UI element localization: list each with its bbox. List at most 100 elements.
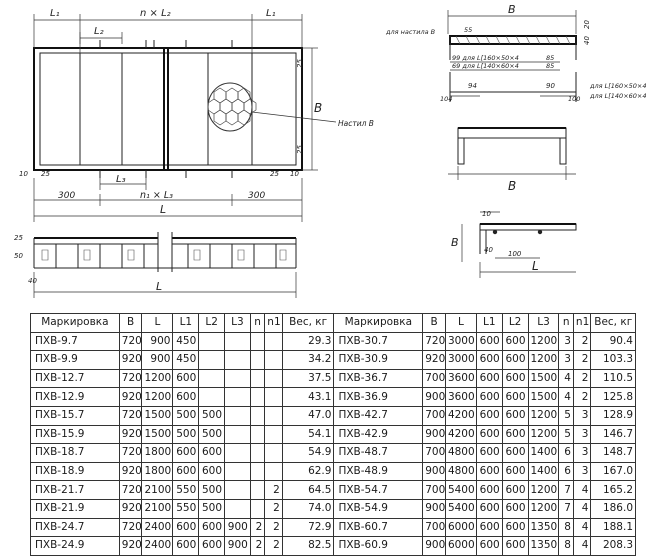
table-cell [249, 498, 266, 519]
table-cell: 600 [172, 536, 200, 556]
table-cell: 2 [572, 350, 592, 370]
table-cell: 900 [422, 498, 446, 519]
marking-cell: ПХВ-24.7 [30, 517, 120, 538]
end-view: B [448, 127, 576, 193]
table-cell: 500 [198, 424, 226, 445]
column-header: Маркировка [30, 313, 120, 333]
column-header: Вес, кг [590, 313, 636, 333]
table-cell: 900 [224, 517, 251, 538]
table-cell: 600 [501, 480, 529, 500]
table-cell: 3600 [444, 387, 477, 407]
table-cell: 1500 [141, 424, 174, 445]
column-header: L [141, 313, 174, 333]
table-cell: 1500 [527, 368, 560, 389]
table-cell: 165.2 [590, 480, 636, 500]
table-cell: 2100 [141, 480, 174, 500]
table-cell [249, 443, 266, 463]
table-cell: 3 [558, 331, 574, 352]
table-cell: 600 [475, 405, 503, 426]
table-cell: 720 [118, 443, 143, 463]
column-header: L1 [172, 313, 200, 333]
marking-cell: ПХВ-30.9 [333, 350, 424, 370]
table-cell: 600 [475, 424, 503, 445]
section-dim-104: 104 [440, 95, 452, 103]
section-note-a: 99 для L[160×50×4 [452, 54, 519, 62]
marking-cell: ПХВ-9.7 [30, 331, 120, 352]
table-cell: 700 [422, 517, 446, 538]
table-cell: 62.9 [281, 461, 335, 482]
table-cell: 4800 [444, 461, 477, 482]
table-cell: 2 [264, 480, 283, 500]
table-cell: 900 [141, 350, 174, 370]
table-cell: 1200 [527, 480, 560, 500]
table-cell: 720 [118, 368, 143, 389]
table-cell: 600 [475, 517, 503, 538]
table-cell: 600 [501, 424, 529, 445]
cross-section: B для настила В 55 20 40 99 для L[160×50… [385, 3, 647, 103]
table-cell: 600 [475, 387, 503, 407]
table-cell: 600 [501, 443, 529, 463]
column-header: L1 [475, 313, 503, 333]
table-cell: 920 [118, 498, 143, 519]
column-header: B [118, 313, 143, 333]
table-cell: 600 [501, 498, 529, 519]
section-dim-40: 40 [583, 36, 591, 45]
table-cell: 1400 [527, 461, 560, 482]
marking-cell: ПХВ-60.9 [333, 536, 424, 556]
table-cell: 720 [422, 331, 446, 352]
table-cell: 43.1 [281, 387, 335, 407]
table-cell: 72.9 [281, 517, 335, 538]
table-cell [264, 368, 283, 389]
table-cell: 550 [172, 480, 200, 500]
table-cell: 2100 [141, 498, 174, 519]
column-header: B [422, 313, 446, 333]
table-cell: 600 [501, 461, 529, 482]
marking-cell: ПХВ-21.9 [30, 498, 120, 519]
table-cell: 920 [422, 350, 446, 370]
marking-cell: ПХВ-30.7 [333, 331, 424, 352]
table-cell: 148.7 [590, 443, 636, 463]
table-cell: 4800 [444, 443, 477, 463]
table-cell: 1400 [527, 443, 560, 463]
table-cell [249, 480, 266, 500]
column-header: n1 [264, 313, 283, 333]
table-cell: 7 [558, 480, 574, 500]
marking-cell: ПХВ-18.9 [30, 461, 120, 482]
table-cell [264, 387, 283, 407]
table-cell: 600 [475, 480, 503, 500]
marking-cell: ПХВ-24.9 [30, 536, 120, 556]
end-dim-B: B [508, 179, 516, 193]
table-cell: 600 [501, 368, 529, 389]
table-cell [224, 461, 251, 482]
section-note-decking: для настила В [385, 28, 436, 36]
table-cell [249, 461, 266, 482]
table-cell: 600 [501, 405, 529, 426]
table-cell: 500 [172, 424, 200, 445]
table-cell: 600 [475, 443, 503, 463]
table-cell: 125.8 [590, 387, 636, 407]
table-cell: 2 [572, 387, 592, 407]
table-cell [224, 331, 251, 352]
plan-dim-L2: L₂ [94, 26, 104, 37]
table-cell: 1800 [141, 461, 174, 482]
table-cell: 450 [172, 331, 200, 352]
table-cell: 1500 [141, 405, 174, 426]
table-cell: 600 [475, 368, 503, 389]
table-cell: 4200 [444, 424, 477, 445]
column-header: L3 [527, 313, 560, 333]
table-cell [264, 461, 283, 482]
table-cell: 1350 [527, 517, 560, 538]
table-cell: 6000 [444, 536, 477, 556]
table-cell: 3 [558, 350, 574, 370]
table-cell: 2 [572, 331, 592, 352]
table-cell: 2 [264, 498, 283, 519]
table-cell: 600 [198, 461, 226, 482]
plan-dim-25-right: 25 [270, 170, 279, 178]
table-cell: 920 [118, 536, 143, 556]
plan-dim-25-top: 25 [296, 59, 304, 68]
detail-dim-100: 100 [508, 250, 522, 258]
